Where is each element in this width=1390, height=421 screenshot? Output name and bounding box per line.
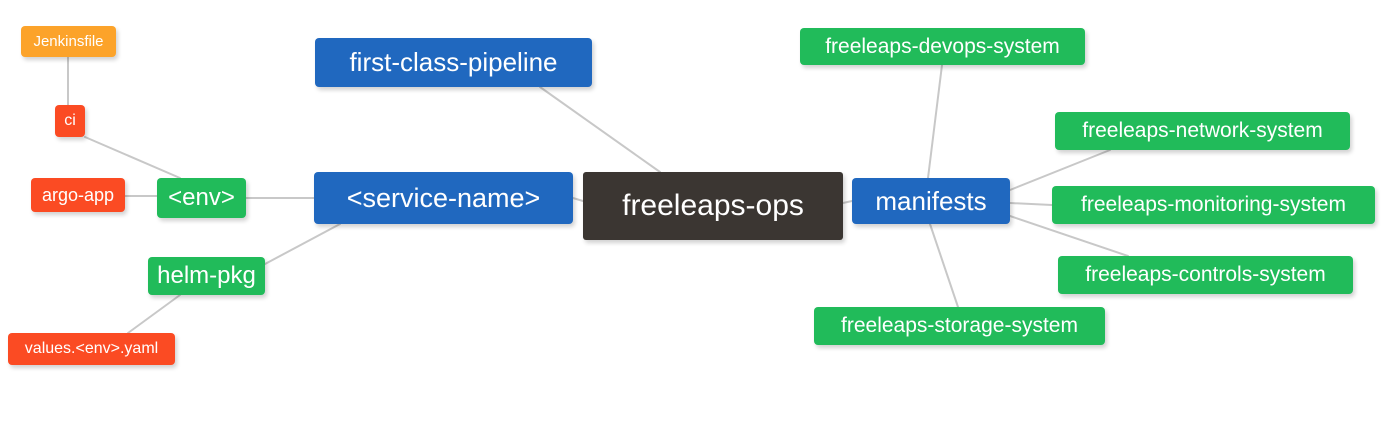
edge-manifests-to-freeleaps-storage-system (929, 223, 959, 308)
mindmap-node-jenkinsfile[interactable]: Jenkinsfile (21, 26, 116, 57)
edge-manifests-to-freeleaps-monitoring-system (1009, 202, 1053, 206)
edge-env-to-ci (84, 136, 181, 179)
mindmap-node-values-env-yaml[interactable]: values.<env>.yaml (8, 333, 175, 365)
mindmap-node-freeleaps-ops[interactable]: freeleaps-ops (583, 172, 843, 240)
edge-manifests-to-freeleaps-devops-system (927, 64, 943, 179)
mindmap-node-manifests[interactable]: manifests (852, 178, 1010, 224)
mindmap-node-first-class-pipeline[interactable]: first-class-pipeline (315, 38, 592, 87)
edge-helm-pkg-to-values-env-yaml (127, 294, 181, 334)
edge-freeleaps-ops-to-service-name (572, 197, 584, 202)
mindmap-node-freeleaps-storage-system[interactable]: freeleaps-storage-system (814, 307, 1105, 345)
mindmap-node-service-name[interactable]: <service-name> (314, 172, 573, 224)
mindmap-node-freeleaps-network-system[interactable]: freeleaps-network-system (1055, 112, 1350, 150)
edge-freeleaps-ops-to-first-class-pipeline (539, 86, 661, 173)
edge-freeleaps-ops-to-manifests (842, 200, 853, 204)
mindmap-node-helm-pkg[interactable]: helm-pkg (148, 257, 265, 295)
edge-service-name-to-helm-pkg (264, 223, 341, 265)
mindmap-node-argo-app[interactable]: argo-app (31, 178, 125, 212)
mindmap-node-ci[interactable]: ci (55, 105, 85, 137)
mindmap-node-freeleaps-devops-system[interactable]: freeleaps-devops-system (800, 28, 1085, 65)
mindmap-node-freeleaps-monitoring-system[interactable]: freeleaps-monitoring-system (1052, 186, 1375, 224)
mindmap-node-env[interactable]: <env> (157, 178, 246, 218)
mindmap-node-freeleaps-controls-system[interactable]: freeleaps-controls-system (1058, 256, 1353, 294)
edge-manifests-to-freeleaps-network-system (1009, 149, 1111, 191)
